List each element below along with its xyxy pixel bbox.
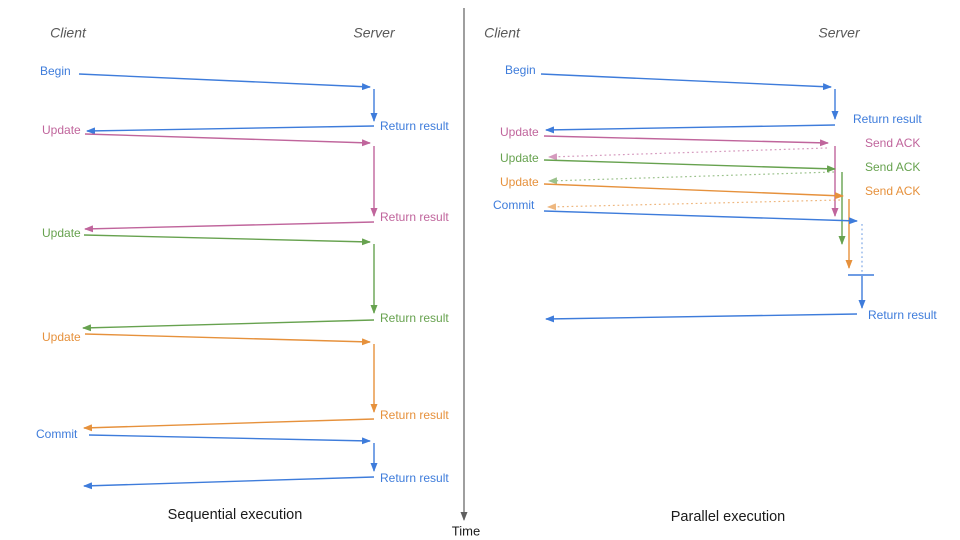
sequential-message-label-begin: Begin — [40, 64, 71, 78]
parallel-arrow-commit-request — [543, 210, 858, 225]
sequential-caption: Sequential execution — [168, 507, 303, 523]
parallel-message-label-return-result: Return result — [868, 308, 937, 322]
parallel-message-label-send-ack: Send ACK — [865, 136, 920, 150]
sequential-arrow-update2-request — [83, 234, 371, 246]
sequential-lifeline-header-client: Client — [50, 25, 87, 41]
parallel-arrow-begin-request — [540, 73, 832, 91]
sequential-arrow-update2-response — [82, 319, 375, 332]
parallel-arrow-update1-request — [543, 135, 829, 147]
parallel-arrow-commit-response — [545, 313, 858, 323]
parallel-arrow-update2-ack — [548, 171, 835, 185]
parallel-arrow-update3-request — [543, 183, 844, 200]
sequential-arrow-update3-response — [83, 418, 375, 432]
sequential-arrow-commit-request — [88, 434, 371, 445]
sequential-message-label-return-result: Return result — [380, 311, 449, 325]
sequential-message-label-return-result: Return result — [380, 408, 449, 422]
parallel-arrow-update3-ack — [547, 199, 841, 211]
parallel-arrow-update2-request — [543, 159, 836, 173]
sequential-arrow-update1-request — [84, 133, 371, 147]
sequential-message-label-update: Update — [42, 123, 81, 137]
parallel-message-label-send-ack: Send ACK — [865, 184, 920, 198]
sequential-arrow-update3-request — [84, 333, 371, 346]
parallel-lifeline-header-client: Client — [484, 25, 521, 41]
time-axis-label: Time — [452, 523, 480, 538]
sequential-arrow-commit-response — [83, 476, 375, 490]
parallel-arrow-update1-ack — [548, 147, 828, 161]
sequential-message-label-return-result: Return result — [380, 119, 449, 133]
parallel-message-label-update: Update — [500, 151, 539, 165]
parallel-message-label-begin: Begin — [505, 63, 536, 77]
parallel-lifeline-header-server: Server — [818, 25, 861, 41]
parallel-message-label-update: Update — [500, 175, 539, 189]
parallel-arrow-begin-response — [545, 124, 836, 134]
sequential-arrow-begin-request — [78, 73, 371, 91]
parallel-message-label-send-ack: Send ACK — [865, 160, 920, 174]
parallel-caption: Parallel execution — [671, 509, 785, 525]
sequential-message-label-update: Update — [42, 226, 81, 240]
sequential-message-label-return-result: Return result — [380, 471, 449, 485]
sequential-message-label-commit: Commit — [36, 427, 78, 441]
time-axis: Time — [452, 8, 480, 538]
sequential-arrow-update1-response — [84, 221, 375, 233]
parallel-message-label-update: Update — [500, 125, 539, 139]
sequential-message-label-update: Update — [42, 330, 81, 344]
sequential-message-label-return-result: Return result — [380, 210, 449, 224]
sequential-arrow-begin-response — [86, 125, 375, 135]
parallel-message-label-return-result: Return result — [853, 112, 922, 126]
sequential-lifeline-header-server: Server — [353, 25, 396, 41]
parallel-message-label-commit: Commit — [493, 198, 535, 212]
